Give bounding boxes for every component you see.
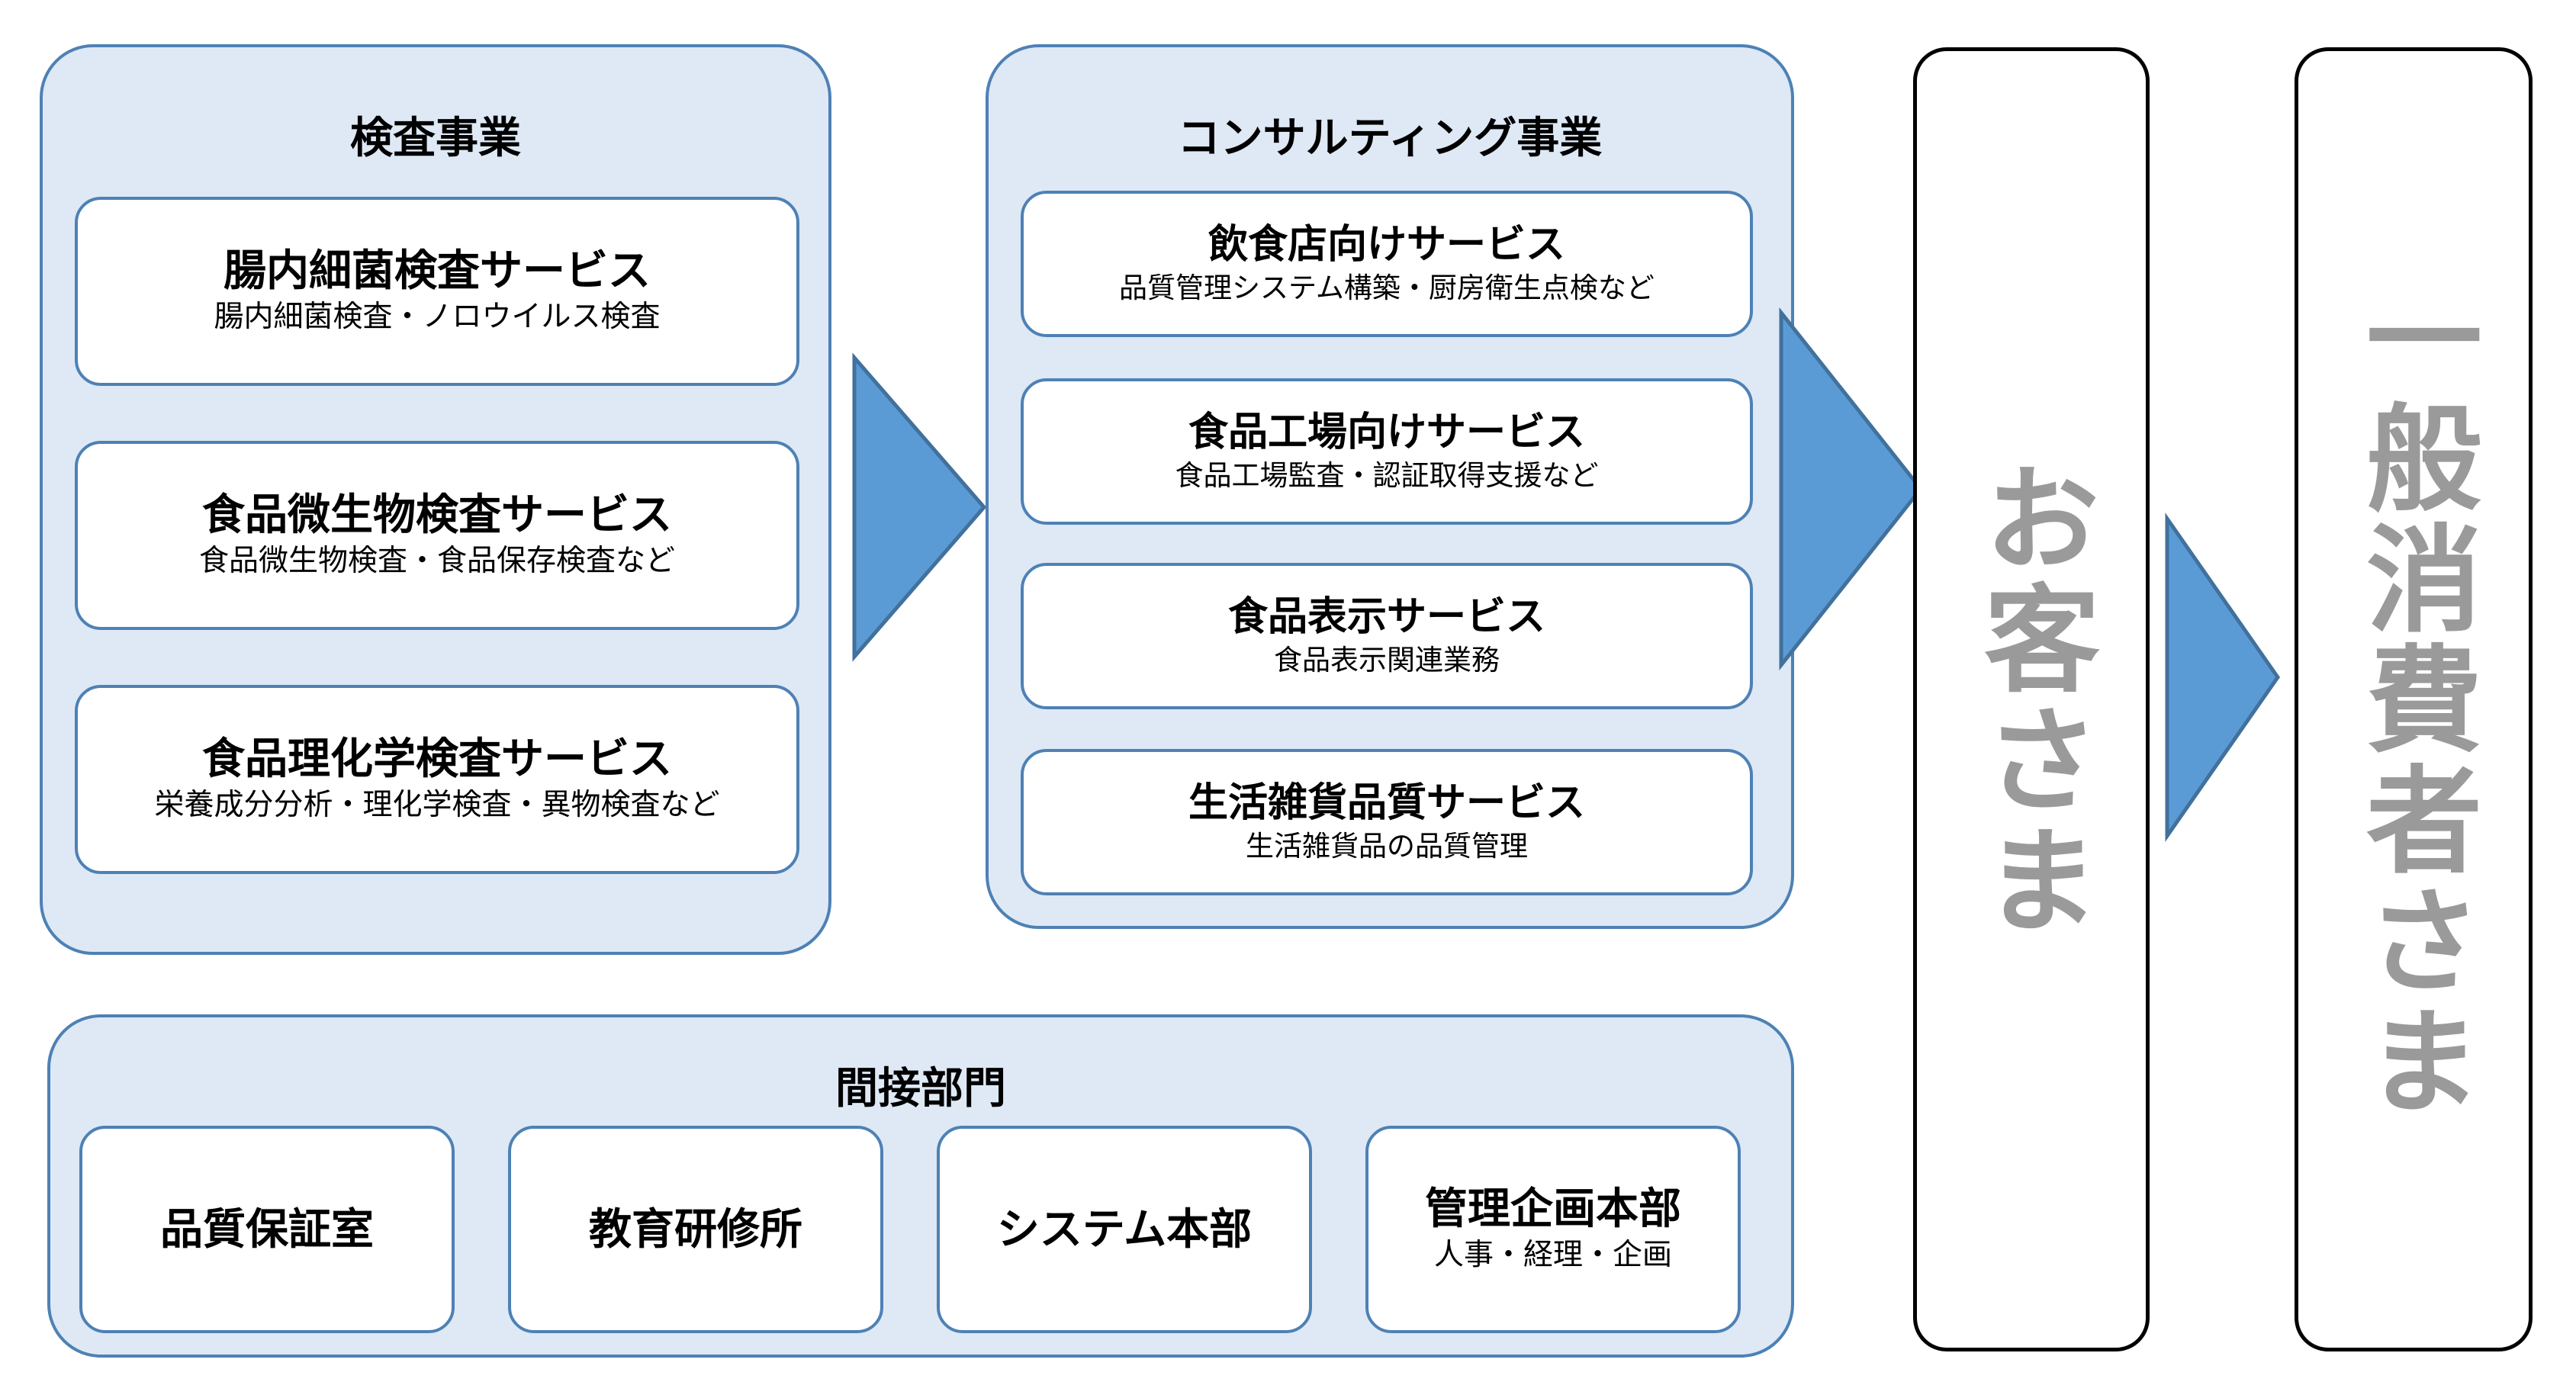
card-title: 生活雑貨品質サービス — [1188, 780, 1585, 825]
card-subtitle: 品質管理システム構築・厨房衛生点検など — [1119, 272, 1655, 304]
service-card[interactable]: 食品理化学検査サービス 栄養成分分析・理化学検査・異物検査など — [75, 685, 799, 874]
service-card[interactable]: 食品微生物検査サービス 食品微生物検査・食品保存検査など — [75, 441, 799, 630]
card-subtitle: 栄養成分分析・理化学検査・異物検査など — [154, 788, 720, 821]
arrow-right-icon — [1779, 307, 1924, 671]
arrow-right-icon — [2165, 513, 2281, 842]
department-card[interactable]: 教育研修所 — [508, 1126, 883, 1333]
card-title: 腸内細菌検査サービス — [224, 246, 651, 295]
card-subtitle: 食品微生物検査・食品保存検査など — [198, 544, 675, 577]
card-subtitle: 食品表示関連業務 — [1274, 644, 1500, 676]
endpoint-label-customer: お客さま — [1967, 458, 2096, 941]
department-card[interactable]: 品質保証室 — [79, 1126, 455, 1333]
card-subtitle: 生活雑貨品の品質管理 — [1246, 830, 1528, 862]
endpoint-box-customer[interactable]: お客さま — [1913, 47, 2150, 1351]
arrow-inspection-to-consulting — [852, 352, 987, 662]
group-title-consulting: コンサルティング事業 — [1177, 114, 1603, 162]
arrow-customer-to-consumer — [2165, 513, 2281, 842]
group-title-indirect: 間接部門 — [835, 1064, 1006, 1112]
service-card[interactable]: 飲食店向けサービス 品質管理システム構築・厨房衛生点検など — [1021, 191, 1753, 337]
card-title: 食品微生物検査サービス — [202, 490, 672, 539]
endpoint-label-consumer: 一般消費者さま — [2349, 277, 2478, 1122]
card-title: 食品工場向けサービス — [1188, 410, 1585, 455]
card-title: 飲食店向けサービス — [1208, 222, 1565, 267]
department-card[interactable]: 管理企画本部 人事・経理・企画 — [1365, 1126, 1741, 1333]
card-subtitle: 食品工場監査・認証取得支援など — [1175, 459, 1599, 491]
card-title: 食品理化学検査サービス — [202, 734, 672, 783]
card-title: 食品表示サービス — [1227, 594, 1545, 639]
service-card[interactable]: 食品工場向けサービス 食品工場監査・認証取得支援など — [1021, 378, 1753, 525]
arrow-right-icon — [852, 352, 987, 662]
service-card[interactable]: 食品表示サービス 食品表示関連業務 — [1021, 563, 1753, 709]
arrow-consulting-to-customer — [1779, 307, 1924, 671]
card-title: 品質保証室 — [160, 1204, 374, 1253]
service-card[interactable]: 生活雑貨品質サービス 生活雑貨品の品質管理 — [1021, 749, 1753, 895]
endpoint-box-consumer[interactable]: 一般消費者さま — [2295, 47, 2533, 1351]
card-subtitle: 腸内細菌検査・ノロウイルス検査 — [214, 300, 661, 333]
card-subtitle: 人事・経理・企画 — [1433, 1238, 1672, 1271]
department-card[interactable]: システム本部 — [937, 1126, 1312, 1333]
card-title: 管理企画本部 — [1425, 1184, 1681, 1233]
card-title: システム本部 — [996, 1204, 1253, 1253]
group-title-inspection: 検査事業 — [350, 114, 521, 162]
card-title: 教育研修所 — [589, 1204, 802, 1253]
service-card[interactable]: 腸内細菌検査サービス 腸内細菌検査・ノロウイルス検査 — [75, 197, 799, 386]
